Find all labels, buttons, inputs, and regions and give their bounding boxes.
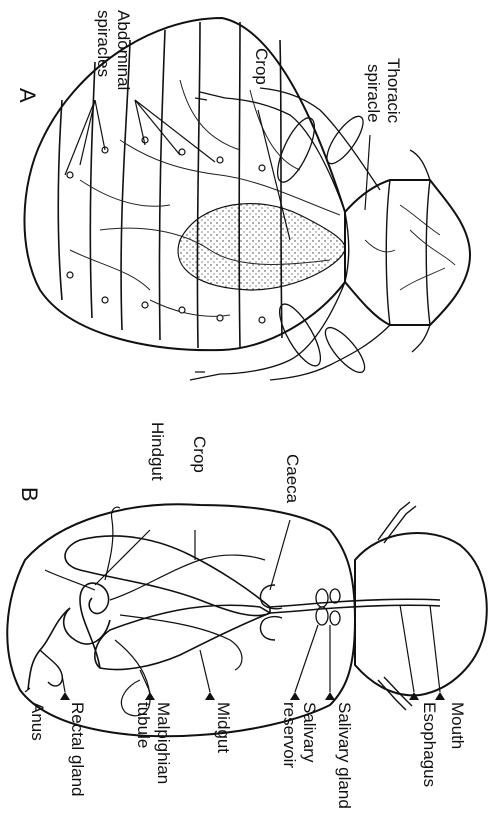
label-esophagus: Esophagus bbox=[420, 702, 439, 787]
label-abdominal-spiracles-1: Abdominal bbox=[114, 10, 133, 90]
thorax-segment-lines bbox=[345, 180, 430, 325]
cockroach-abdomen-outline bbox=[24, 18, 345, 350]
label-rectal-gland: Rectal gland bbox=[68, 702, 87, 797]
panel-a-letter: A bbox=[15, 88, 40, 103]
rectal-gland bbox=[40, 650, 62, 686]
panel-b: B bbox=[7, 422, 486, 809]
hindgut bbox=[28, 583, 110, 690]
panel-a: A bbox=[15, 10, 470, 380]
label-salivary-reservoir-1: Salivary bbox=[300, 702, 319, 763]
label-crop-b: Crop bbox=[190, 436, 209, 473]
label-anus: Anus bbox=[28, 702, 47, 741]
head-outline-b bbox=[355, 533, 487, 695]
label-thoracic-spiracle-2: spiracle bbox=[364, 64, 383, 123]
label-caeca: Caeca bbox=[283, 454, 302, 504]
panel-b-arrowheads bbox=[60, 692, 445, 700]
salivary-glands bbox=[316, 589, 340, 625]
label-thoracic-spiracle-1: Thoracic bbox=[384, 58, 403, 124]
label-abdominal-spiracles-2: spiracles bbox=[94, 10, 113, 77]
label-salivary-gland: Salivary gland bbox=[335, 702, 354, 809]
label-midgut: Midgut bbox=[214, 702, 233, 753]
label-mouth: Mouth bbox=[448, 702, 467, 749]
label-hindgut: Hindgut bbox=[148, 422, 167, 481]
abdominal-segments bbox=[58, 22, 282, 348]
label-crop-a: Crop bbox=[252, 48, 271, 85]
panel-b-letter: B bbox=[17, 487, 42, 502]
label-salivary-reservoir-2: reservoir bbox=[280, 702, 299, 768]
label-malpighian-tubule-2: tubule bbox=[134, 702, 153, 748]
cockroach-thorax bbox=[345, 180, 470, 325]
thorax-tracheae bbox=[365, 205, 455, 290]
label-malpighian-tubule-1: Malpighian bbox=[154, 702, 173, 784]
crop-organ bbox=[178, 204, 345, 290]
crop-organ-b bbox=[65, 536, 270, 616]
